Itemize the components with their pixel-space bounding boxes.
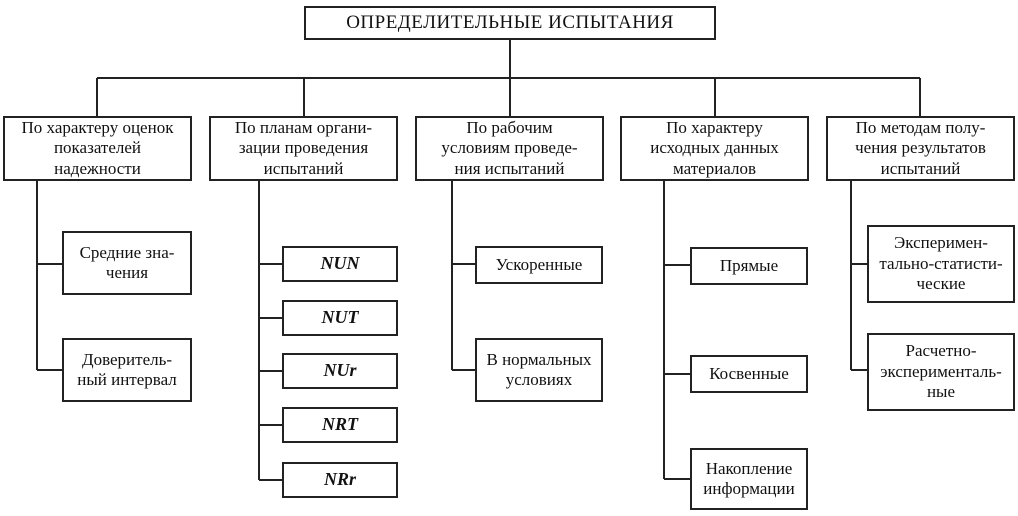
leaf-normal-conditions: В нормальных условиях — [475, 338, 603, 402]
leaf-plan-nrr: NRr — [282, 462, 398, 498]
category-by-source-data: По характеру исходных данных материалов — [620, 116, 809, 181]
category-by-result-methods: По методам полу- чения результатов испыт… — [826, 116, 1015, 181]
leaf-experimental-statistical: Эксперимен- тально-статисти- ческие — [867, 225, 1015, 303]
leaf-mean-values: Средние зна- чения — [62, 231, 192, 295]
category-by-operating-conditions: По рабочим условиям проведе- ния испытан… — [415, 116, 604, 181]
leaf-plan-nut: NUT — [282, 300, 398, 336]
leaf-direct: Прямые — [690, 247, 808, 285]
leaf-plan-nun: NUN — [282, 246, 398, 282]
category-by-reliability-estimates: По характеру оценок показателей надежнос… — [3, 116, 192, 181]
root-node-definitive-tests: ОПРЕДЕЛИТЕЛЬНЫЕ ИСПЫТАНИЯ — [304, 6, 716, 40]
leaf-indirect: Косвенные — [690, 355, 808, 393]
leaf-plan-nur: NUr — [282, 353, 398, 389]
leaf-confidence-interval: Доверитель- ный интервал — [62, 338, 192, 402]
leaf-calculated-experimental: Расчетно- эксперименталь- ные — [867, 333, 1015, 411]
leaf-information-accumulation: Накопление информации — [690, 448, 808, 510]
category-by-test-plans: По планам органи- зации проведения испыт… — [209, 116, 398, 181]
leaf-plan-nrt: NRT — [282, 407, 398, 443]
leaf-accelerated: Ускоренные — [475, 246, 603, 284]
